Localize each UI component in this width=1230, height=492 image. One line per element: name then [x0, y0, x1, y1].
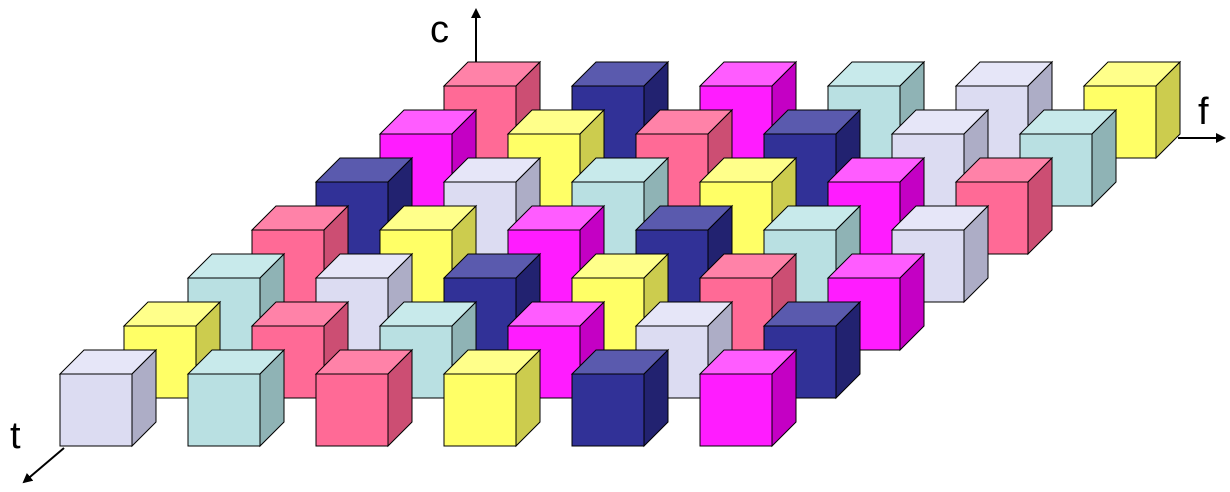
cube-front-face: [443, 373, 517, 447]
cubes-layer: [58, 60, 1182, 448]
cube-front-face: [699, 373, 773, 447]
cube-r5-c5-navy: [762, 300, 862, 400]
cube-front-face: [187, 373, 261, 447]
cube-r2-c3-yellow: [698, 156, 798, 256]
cube-front-face: [59, 373, 133, 447]
f-axis-label: f: [1198, 91, 1209, 133]
cube-front-face: [571, 373, 645, 447]
cube-front-face: [315, 373, 389, 447]
axes-layer: c f t: [10, 8, 1226, 484]
cube-r6-c2-rose: [314, 348, 414, 448]
cube-r6-c1-teal: [186, 348, 286, 448]
cube-r6-c0-lavender: [58, 348, 158, 448]
cube-r6-c5-magenta: [698, 348, 798, 448]
t-axis-arrow: [22, 447, 65, 484]
cube-r6-c4-navy: [570, 348, 670, 448]
c-axis-label: c: [430, 9, 449, 51]
cube-r6-c3-yellow: [442, 348, 542, 448]
t-axis-label: t: [10, 415, 21, 457]
